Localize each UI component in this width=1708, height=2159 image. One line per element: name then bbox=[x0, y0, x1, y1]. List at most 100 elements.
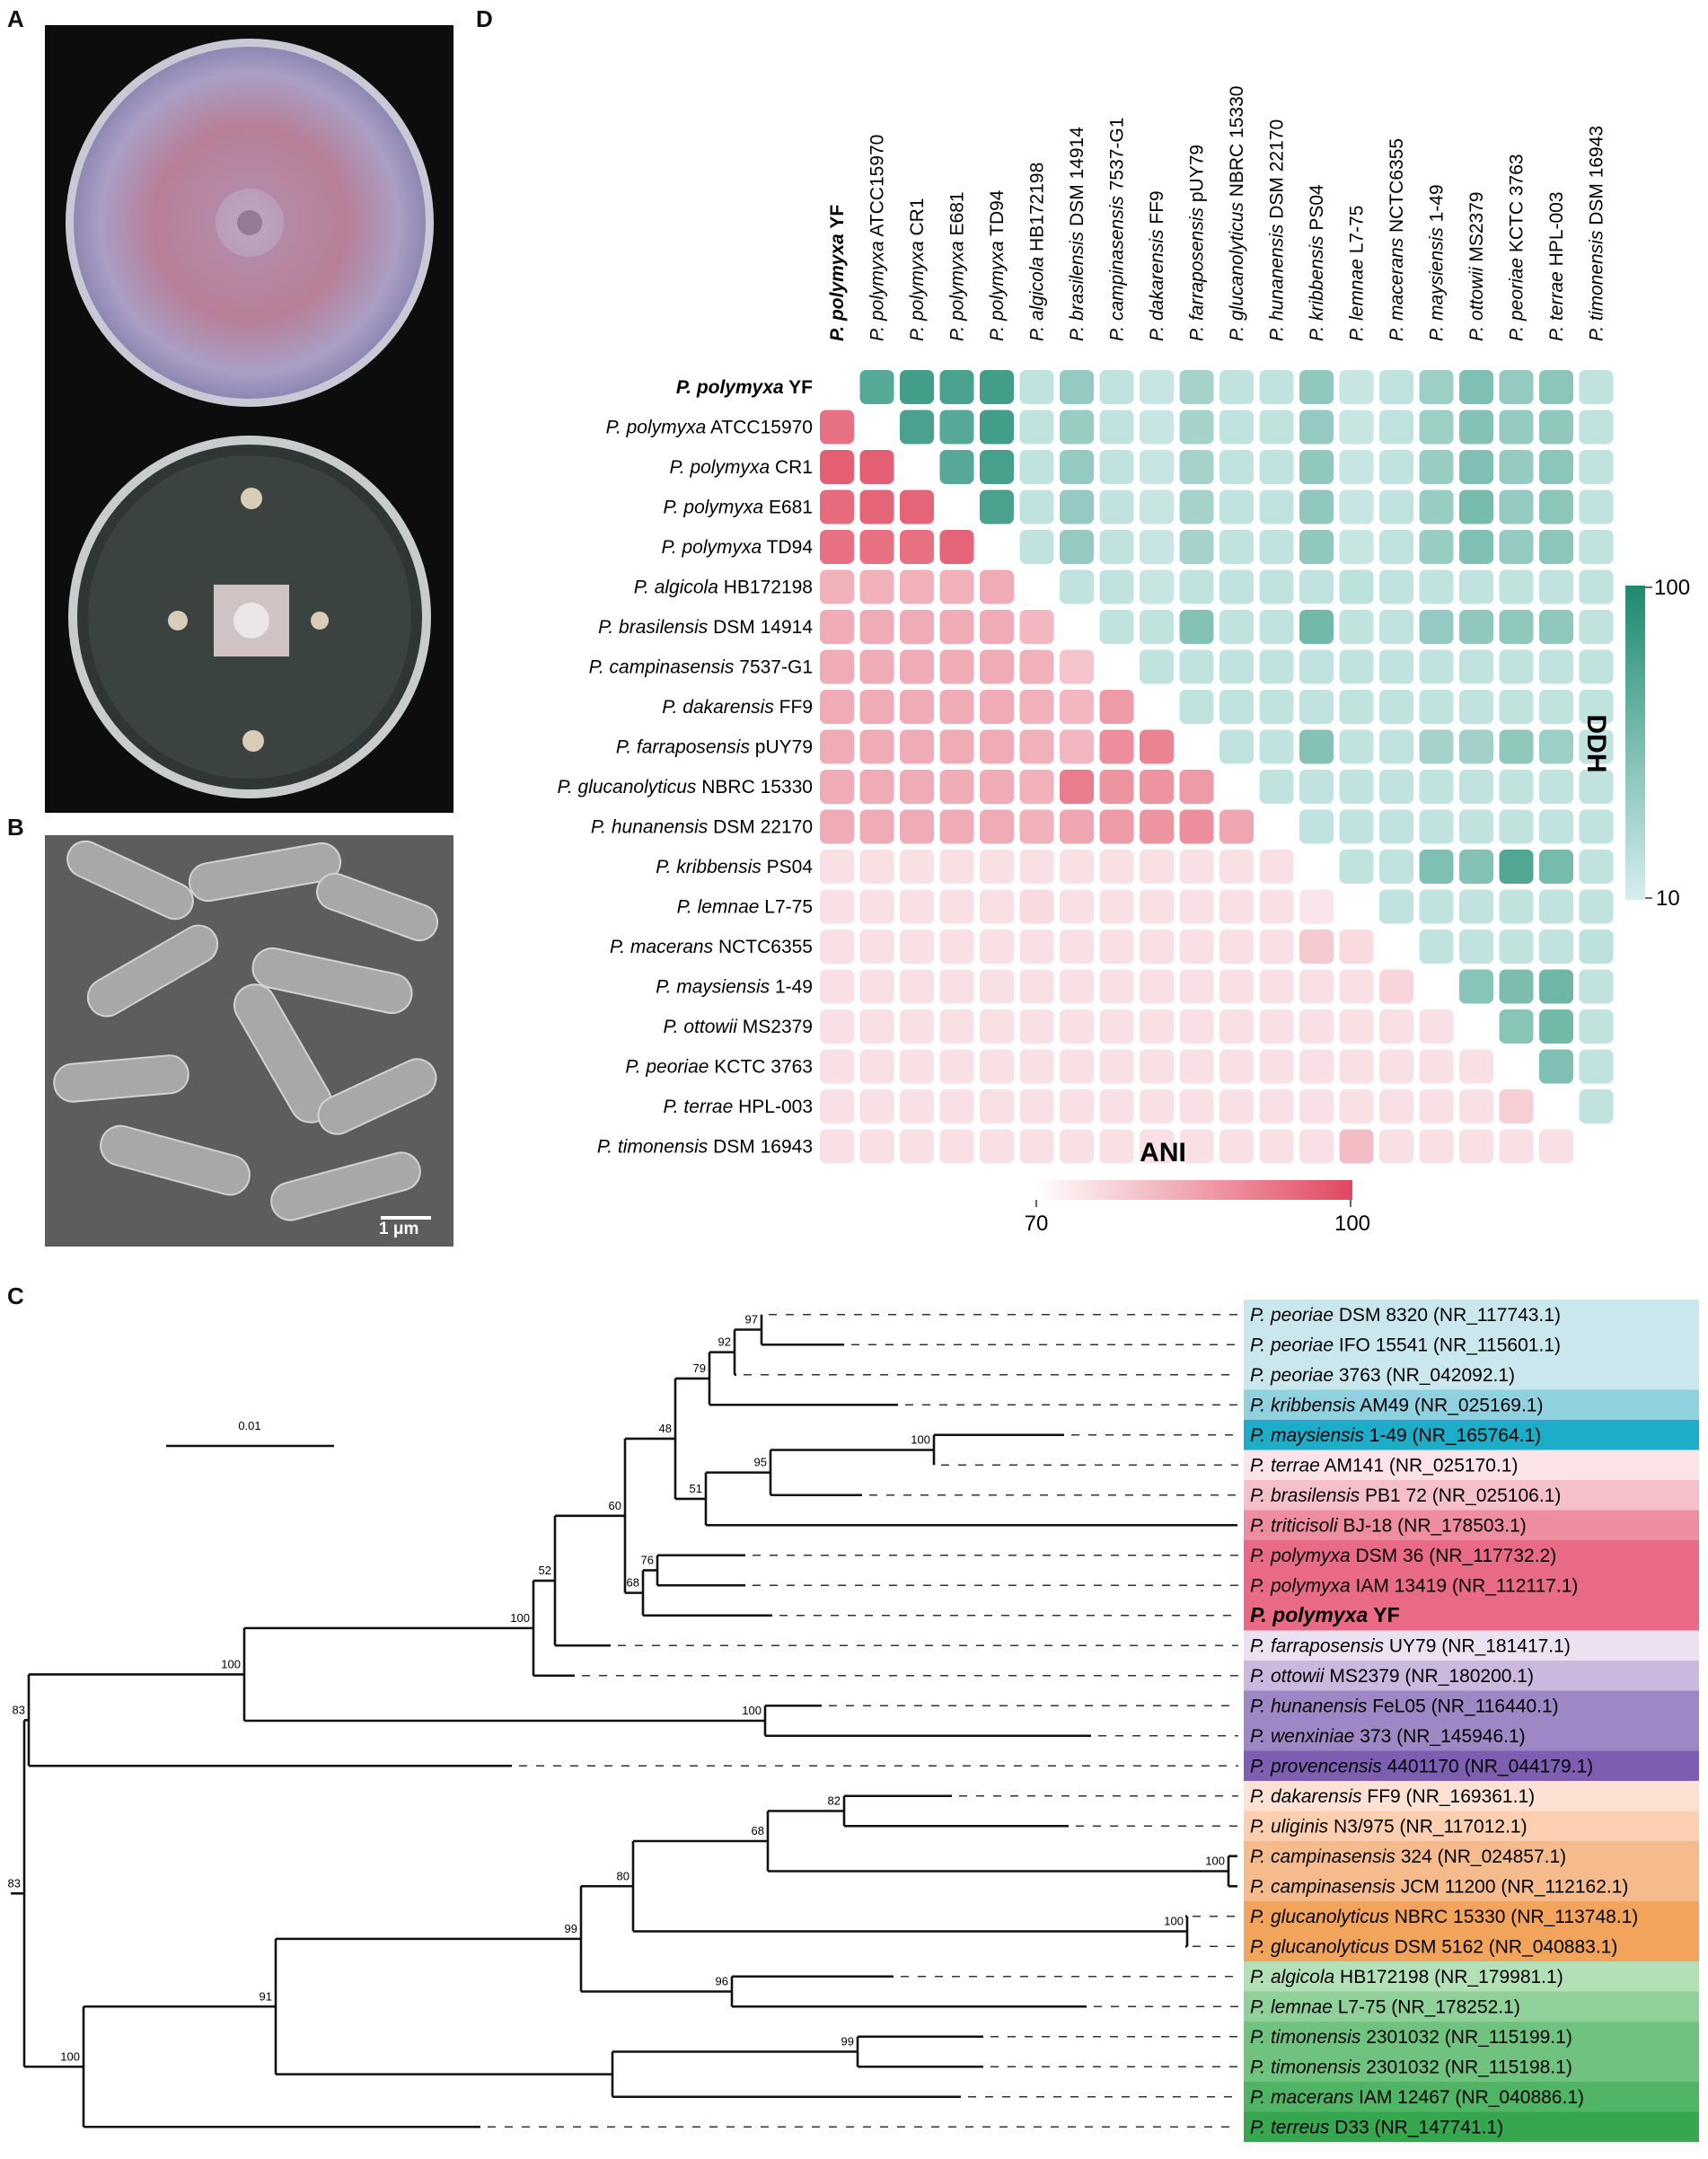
panel-label-c: C bbox=[7, 1282, 24, 1309]
ddh-cell bbox=[980, 410, 1014, 445]
ddh-cell bbox=[1499, 770, 1534, 804]
column-label: P. macerans NCTC6355 bbox=[1387, 138, 1407, 341]
ani-cell bbox=[1299, 930, 1334, 964]
ani-cell bbox=[900, 809, 934, 844]
ddh-cell bbox=[1259, 569, 1294, 604]
ddh-cell bbox=[1579, 530, 1614, 564]
ani-cell bbox=[980, 930, 1014, 964]
leaf-label: P. peoriae 3763 (NR_042092.1) bbox=[1250, 1365, 1515, 1386]
ani-cell bbox=[1019, 1089, 1054, 1124]
leaf-label-box bbox=[1244, 1300, 1699, 1330]
ani-cell bbox=[1060, 969, 1094, 1004]
leaf-label: P. hunanensis FeL05 (NR_116440.1) bbox=[1250, 1696, 1559, 1716]
ani-cell bbox=[1060, 649, 1094, 684]
ani-cell bbox=[1140, 889, 1174, 924]
bootstrap-label: 99 bbox=[841, 2035, 854, 2049]
ddh-cell bbox=[1219, 489, 1254, 524]
ani-cell bbox=[859, 1129, 894, 1164]
ddh-cell bbox=[1499, 649, 1534, 684]
ddh-cell bbox=[1299, 569, 1334, 604]
ani-cell bbox=[820, 850, 854, 884]
ani-cell bbox=[1299, 969, 1334, 1004]
ani-cell bbox=[1019, 889, 1054, 924]
ddh-cell bbox=[1259, 530, 1294, 564]
ani-cell bbox=[939, 649, 974, 684]
ani-legend-bar bbox=[1034, 1180, 1352, 1200]
bootstrap-label: 95 bbox=[754, 1456, 767, 1469]
ani-cell bbox=[1060, 1129, 1094, 1164]
ddh-cell bbox=[1140, 410, 1174, 445]
ddh-cell bbox=[1459, 489, 1493, 524]
ani-cell bbox=[1179, 1089, 1214, 1124]
row-label: P. dakarensis FF9 bbox=[662, 697, 813, 718]
ani-cell bbox=[820, 450, 854, 484]
ani-cell bbox=[1060, 729, 1094, 764]
ani-cell bbox=[1060, 850, 1094, 884]
ani-cell bbox=[1099, 930, 1134, 964]
ddh-cell bbox=[1179, 450, 1214, 484]
sem-rods-image bbox=[45, 835, 453, 1247]
ani-cell bbox=[1459, 1049, 1493, 1084]
ani-cell bbox=[1299, 889, 1334, 924]
ani-cell bbox=[980, 649, 1014, 684]
bootstrap-label: 68 bbox=[752, 1824, 764, 1837]
ddh-cell bbox=[1379, 850, 1413, 884]
panel-label-b: B bbox=[7, 814, 24, 841]
ddh-cell bbox=[1060, 370, 1094, 404]
ddh-cell bbox=[1140, 649, 1174, 684]
ddh-cell bbox=[1339, 530, 1374, 564]
bootstrap-label: 100 bbox=[60, 2049, 80, 2063]
ani-cell bbox=[1060, 770, 1094, 804]
column-label: P. kribbensis PS04 bbox=[1307, 184, 1327, 341]
column-label: P. maysiensis 1-49 bbox=[1427, 184, 1448, 341]
row-label: P. campinasensis 7537-G1 bbox=[589, 657, 813, 678]
ddh-cell bbox=[1179, 690, 1214, 724]
leaf-label: P. ottowii MS2379 (NR_180200.1) bbox=[1250, 1666, 1534, 1687]
ani-cell bbox=[1219, 1089, 1254, 1124]
ddh-cell bbox=[1579, 370, 1614, 404]
ddh-cell bbox=[1140, 530, 1174, 564]
ddh-cell bbox=[1179, 489, 1214, 524]
bootstrap-label: 83 bbox=[8, 1876, 21, 1890]
ddh-cell bbox=[1499, 809, 1534, 844]
ddh-cell bbox=[1419, 370, 1454, 404]
leaf-label-box bbox=[1244, 1931, 1699, 1961]
ani-cell bbox=[1140, 1129, 1174, 1164]
ani-cell bbox=[859, 729, 894, 764]
ani-cell bbox=[859, 1009, 894, 1044]
ani-cell bbox=[1459, 1129, 1493, 1164]
ddh-cell bbox=[1219, 610, 1254, 644]
ddh-cell bbox=[859, 370, 894, 404]
ani-cell bbox=[1019, 610, 1054, 644]
ani-cell bbox=[1339, 1049, 1374, 1084]
bootstrap-label: 79 bbox=[693, 1361, 706, 1375]
ani-cell bbox=[859, 889, 894, 924]
ani-cell bbox=[1299, 1049, 1334, 1084]
bootstrap-label: 100 bbox=[510, 1611, 530, 1625]
ani-cell bbox=[820, 410, 854, 445]
row-label: P. polymyxa TD94 bbox=[662, 537, 814, 558]
leaf-label: P. timonensis 2301032 (NR_115198.1) bbox=[1250, 2057, 1572, 2077]
ani-cell bbox=[1060, 930, 1094, 964]
ddh-cell bbox=[1539, 569, 1573, 604]
ddh-cell bbox=[1140, 610, 1174, 644]
ani-cell bbox=[1219, 1009, 1254, 1044]
ani-cell bbox=[859, 930, 894, 964]
ddh-cell bbox=[1219, 690, 1254, 724]
leaf-label: P. peoriae DSM 8320 (NR_117743.1) bbox=[1250, 1305, 1561, 1326]
leaf-label-box bbox=[1244, 1420, 1699, 1450]
ani-cell bbox=[1459, 1089, 1493, 1124]
ddh-cell bbox=[1539, 1009, 1573, 1044]
ddh-cell bbox=[1539, 450, 1573, 484]
row-label: P. farraposensis pUY79 bbox=[616, 737, 813, 758]
ddh-cell bbox=[1459, 370, 1493, 404]
ani-cell bbox=[1019, 729, 1054, 764]
ddh-cell bbox=[1539, 930, 1573, 964]
ani-cell bbox=[1019, 1129, 1054, 1164]
ani-cell bbox=[1339, 1089, 1374, 1124]
ddh-cell bbox=[1379, 610, 1413, 644]
ani-cell bbox=[1179, 889, 1214, 924]
bootstrap-label: 97 bbox=[745, 1313, 758, 1326]
ani-cell bbox=[859, 649, 894, 684]
ddh-cell bbox=[1539, 1049, 1573, 1084]
